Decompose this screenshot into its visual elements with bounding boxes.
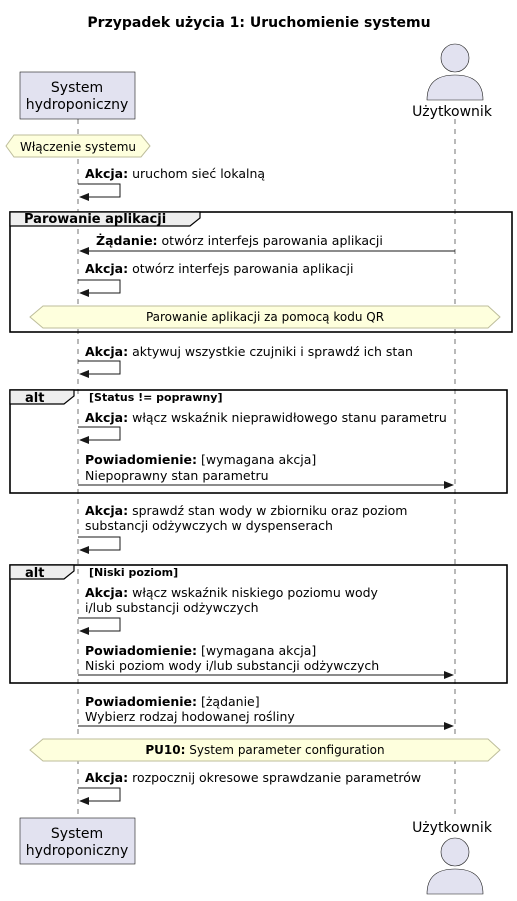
message-invalid-parameter-indicator: Akcja: włącz wskaźnik nieprawidłowego st… <box>78 410 447 444</box>
svg-text:Powiadomienie: [wymagana akcja: Powiadomienie: [wymagana akcja] <box>85 643 316 658</box>
user-actor-icon <box>426 837 484 895</box>
divider-qr-pairing: Parowanie aplikacji za pomocą kodu QR <box>29 305 501 329</box>
message-keyword: Żądanie: <box>96 233 158 248</box>
message-check-water-level: Akcja: sprawdź stan wody w zbiorniku ora… <box>78 503 407 554</box>
divider-pu10: PU10: System parameter configuration <box>29 738 501 762</box>
group-app-pairing: Parowanie aplikacji <box>9 211 513 333</box>
message-text: aktywuj wszystkie czujniki i sprawdź ich… <box>128 344 413 359</box>
message-text: włącz wskaźnik niskiego poziomu wody <box>128 585 378 600</box>
message-low-level-indicator: Akcja: włącz wskaźnik niskiego poziomu w… <box>78 585 379 635</box>
message-text: [wymagana akcja] <box>197 452 316 467</box>
message-text-line2: substancji odżywczych w dyspenserach <box>85 518 333 533</box>
user-label-top: Użytkownik <box>412 104 493 120</box>
user-participant-bottom: Użytkownik <box>412 820 493 895</box>
message-select-plant-type: Powiadomienie: [żądanie] Wybierz rodzaj … <box>78 694 454 730</box>
message-activate-sensors: Akcja: aktywuj wszystkie czujniki i spra… <box>78 344 413 378</box>
user-actor-icon <box>426 43 484 101</box>
system-label-line1: System <box>51 826 103 842</box>
divider-system-start: Włączenie systemu <box>5 134 151 158</box>
message-keyword: Akcja: <box>85 166 128 181</box>
svg-text:Powiadomienie: [żądanie]: Powiadomienie: [żądanie] <box>85 694 260 709</box>
message-notify-invalid-parameter: Powiadomienie: [wymagana akcja] Niepopra… <box>78 452 454 489</box>
message-text-line2: i/lub substancji odżywczych <box>85 600 259 615</box>
message-keyword: Akcja: <box>85 410 128 425</box>
system-label-line2: hydroponiczny <box>26 843 128 859</box>
alt-frame-invalid-status-label: alt <box>25 391 44 406</box>
message-keyword: Powiadomienie: <box>85 694 197 709</box>
system-participant-bottom: System hydroponiczny <box>19 817 136 865</box>
message-text: włącz wskaźnik nieprawidłowego stanu par… <box>128 410 447 425</box>
divider-pu10-text: System parameter configuration <box>185 743 384 757</box>
user-participant-top: Użytkownik <box>412 43 493 120</box>
divider-pu10-label: PU10: System parameter configuration <box>145 743 384 757</box>
message-text-line2: Niepoprawny stan parametru <box>85 468 269 483</box>
message-text-line2: Wybierz rodzaj hodowanej rośliny <box>85 709 295 724</box>
divider-qr-pairing-label: Parowanie aplikacji za pomocą kodu QR <box>146 310 384 324</box>
alt-frame-low-level: alt [Niski poziom] <box>9 564 508 684</box>
message-keyword: Akcja: <box>85 503 128 518</box>
diagram-title: Przypadek użycia 1: Uruchomienie systemu <box>87 15 430 31</box>
svg-text:Akcja: włącz wskaźnik niskiego: Akcja: włącz wskaźnik niskiego poziomu w… <box>85 585 379 600</box>
svg-text:Akcja: otwórz interfejs parowa: Akcja: otwórz interfejs parowania aplika… <box>85 261 353 276</box>
system-participant-top: System hydroponiczny <box>19 71 136 120</box>
message-pairing-request: Żądanie: otwórz interfejs parowania apli… <box>79 233 455 255</box>
message-keyword: Powiadomienie: <box>85 643 197 658</box>
message-open-pairing-interface: Akcja: otwórz interfejs parowania aplika… <box>78 261 353 297</box>
message-keyword: Akcja: <box>85 344 128 359</box>
group-app-pairing-label: Parowanie aplikacji <box>24 212 166 227</box>
message-keyword: Akcja: <box>85 585 128 600</box>
svg-text:Akcja: aktywuj wszystkie czujn: Akcja: aktywuj wszystkie czujniki i spra… <box>85 344 413 359</box>
message-text: rozpocznij okresowe sprawdzanie parametr… <box>128 770 421 785</box>
message-keyword: Powiadomienie: <box>85 452 197 467</box>
system-label-line2: hydroponiczny <box>26 97 128 113</box>
system-label-line1: System <box>51 80 103 96</box>
alt-frame-low-level-guard: [Niski poziom] <box>89 566 178 579</box>
alt-frame-low-level-label: alt <box>25 566 44 581</box>
message-text: [wymagana akcja] <box>197 643 316 658</box>
message-start-periodic-check: Akcja: rozpocznij okresowe sprawdzanie p… <box>78 770 421 805</box>
svg-text:Akcja: sprawdź stan wody w zbi: Akcja: sprawdź stan wody w zbiorniku ora… <box>85 503 407 518</box>
message-notify-low-level: Powiadomienie: [wymagana akcja] Niski po… <box>78 643 454 679</box>
message-text: [żądanie] <box>197 694 260 709</box>
message-text: otwórz interfejs parowania aplikacji <box>128 261 353 276</box>
svg-text:Żądanie: otwórz interfejs paro: Żądanie: otwórz interfejs parowania apli… <box>96 233 383 248</box>
divider-pu10-keyword: PU10: <box>145 743 185 757</box>
message-keyword: Akcja: <box>85 770 128 785</box>
message-text: uruchom sieć lokalną <box>128 166 265 181</box>
user-label-bottom: Użytkownik <box>412 820 493 836</box>
alt-frame-invalid-status: alt [Status != poprawny] <box>9 389 508 494</box>
svg-text:Akcja: włącz wskaźnik nieprawi: Akcja: włącz wskaźnik nieprawidłowego st… <box>85 410 447 425</box>
svg-text:Akcja: uruchom sieć lokalną: Akcja: uruchom sieć lokalną <box>85 166 265 181</box>
message-text: sprawdź stan wody w zbiorniku oraz pozio… <box>128 503 407 518</box>
svg-text:Powiadomienie: [wymagana akcja: Powiadomienie: [wymagana akcja] <box>85 452 316 467</box>
message-text: otwórz interfejs parowania aplikacji <box>158 233 383 248</box>
alt-frame-invalid-status-guard: [Status != poprawny] <box>89 391 223 404</box>
message-text-line2: Niski poziom wody i/lub substancji odżyw… <box>85 658 379 673</box>
message-keyword: Akcja: <box>85 261 128 276</box>
svg-text:Akcja: rozpocznij okresowe spr: Akcja: rozpocznij okresowe sprawdzanie p… <box>85 770 421 785</box>
divider-system-start-label: Włączenie systemu <box>20 140 136 154</box>
message-start-local-network: Akcja: uruchom sieć lokalną <box>78 166 265 201</box>
